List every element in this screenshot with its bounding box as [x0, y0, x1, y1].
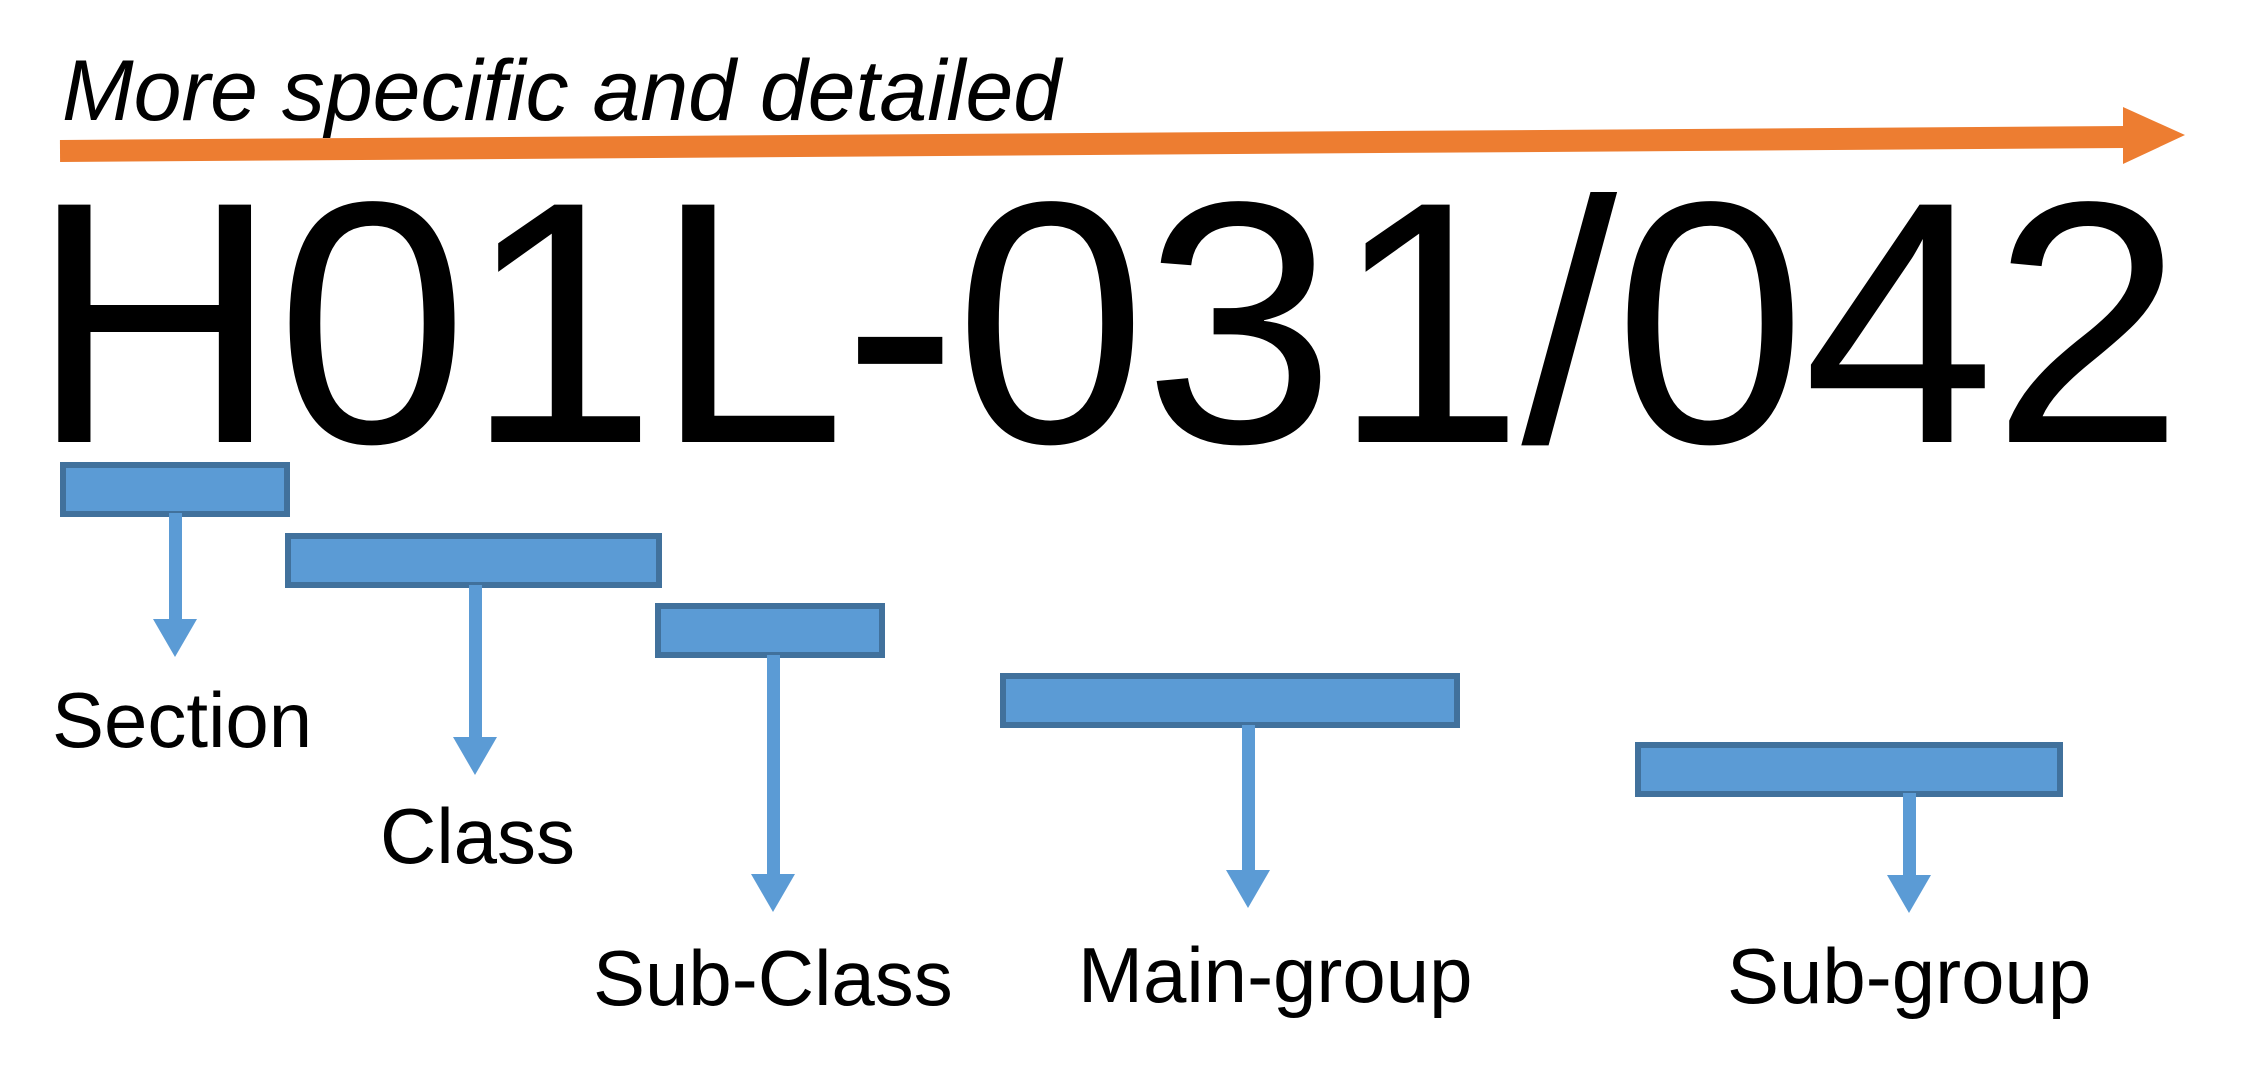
- right-arrow-icon: [59, 107, 2185, 164]
- subgroup-arrow: [1903, 793, 1916, 876]
- subgroup-label: Sub-group: [1727, 932, 2092, 1020]
- class-label: Class: [380, 792, 576, 880]
- section-bar: [60, 462, 290, 517]
- maingroup-arrow: [1242, 725, 1255, 871]
- class-bar: [285, 533, 662, 588]
- classification-code: H01L-031/042: [30, 131, 2184, 516]
- subclass-bar: [655, 603, 885, 658]
- subgroup-arrowhead-icon: [1887, 875, 1931, 913]
- class-arrow: [469, 585, 482, 738]
- section-label: Section: [52, 676, 313, 764]
- specificity-caption: More specific and detailed: [62, 43, 1062, 139]
- maingroup-bar: [1000, 673, 1460, 728]
- maingroup-label: Main-group: [1078, 931, 1473, 1019]
- class-arrowhead-icon: [453, 737, 497, 775]
- subclass-arrow: [767, 655, 780, 875]
- subclass-arrowhead-icon: [751, 874, 795, 912]
- maingroup-arrowhead-icon: [1226, 870, 1270, 908]
- section-arrow: [169, 513, 182, 620]
- section-arrowhead-icon: [153, 619, 197, 657]
- subclass-label: Sub-Class: [593, 934, 953, 1022]
- subgroup-bar: [1635, 742, 2063, 797]
